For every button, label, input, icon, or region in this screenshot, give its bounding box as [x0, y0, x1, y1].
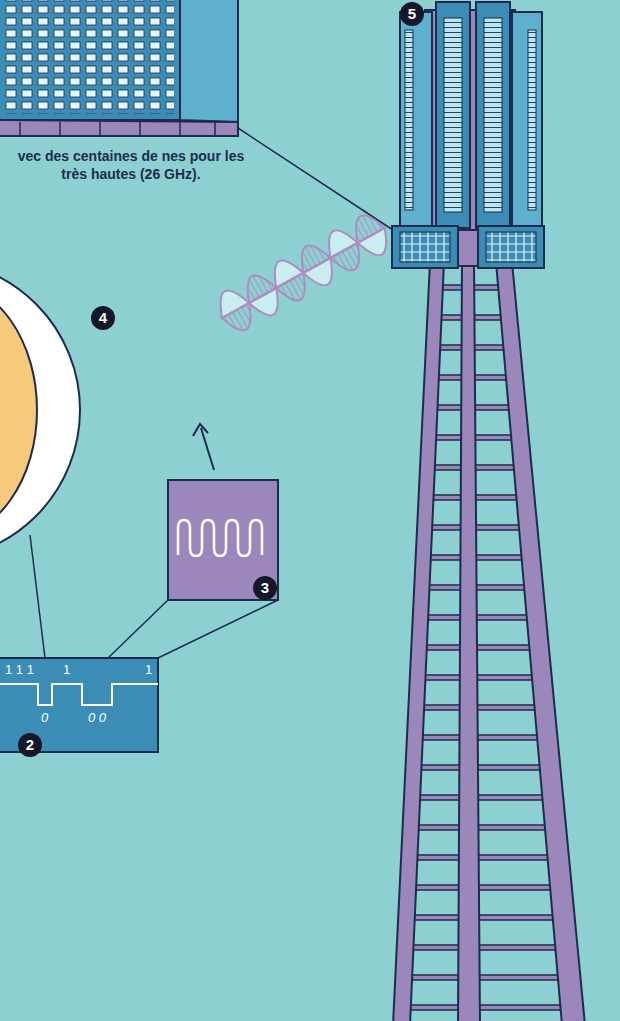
- bit-value: 1 1 1: [5, 662, 34, 677]
- tower-crossbar: [409, 855, 558, 860]
- tower-crossbar: [419, 645, 539, 650]
- antenna-panel-zoom: [0, 0, 396, 232]
- tower-crossbar: [420, 615, 536, 620]
- caption-text: vec des centaines de nes pour les très h…: [6, 147, 256, 183]
- radio-wave: [211, 209, 395, 338]
- tower-crossbar: [402, 1005, 571, 1010]
- bit-value: 0 0: [88, 710, 106, 725]
- tower-crossbar: [418, 675, 542, 680]
- tower-crossbar: [408, 885, 561, 890]
- relay-tower: [392, 2, 585, 1021]
- callout-number: 4: [91, 306, 115, 330]
- tower-crossbar: [415, 735, 547, 740]
- tower-crossbar: [406, 915, 563, 920]
- bit-value: 1: [145, 662, 152, 677]
- tower-crossbar: [416, 705, 544, 710]
- tower-crossbar: [405, 945, 566, 950]
- callout-number: 5: [400, 2, 424, 26]
- phone-circle: [0, 260, 80, 560]
- tower-crossbar: [410, 825, 554, 830]
- tower-crossbar: [413, 765, 549, 770]
- callout-number: 3: [253, 576, 277, 600]
- emission-arrow: [193, 424, 214, 470]
- tower-crossbar: [403, 975, 568, 980]
- analog-signal-box: [168, 480, 278, 600]
- callout-number: 2: [18, 733, 42, 757]
- tower-crossbar: [412, 795, 552, 800]
- bit-value: 1: [63, 662, 70, 677]
- bit-value: 0: [41, 710, 48, 725]
